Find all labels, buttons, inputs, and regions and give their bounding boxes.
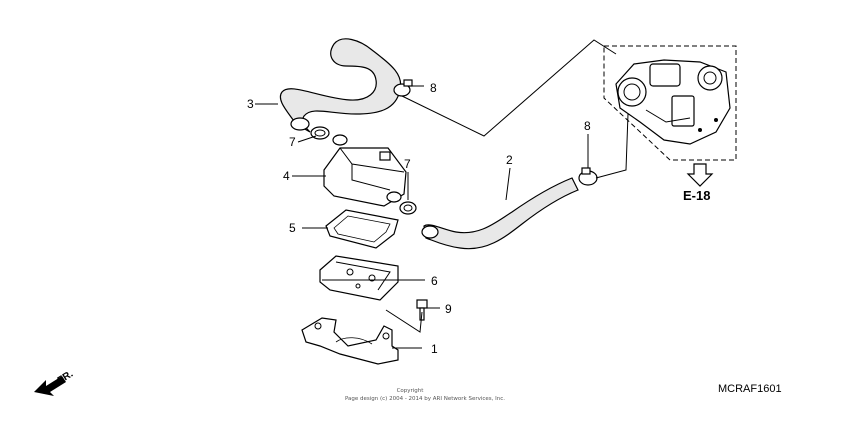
clamp-8-right (578, 167, 598, 186)
callout-7-right: 7 (404, 157, 411, 171)
callout-4: 4 (283, 169, 290, 183)
front-direction-arrow-icon (34, 376, 66, 396)
copyright-line-2: Page design (c) 2004 - 2014 by ARI Netwo… (345, 396, 505, 402)
callout-8-right: 8 (584, 119, 591, 133)
leader-lines (255, 39, 629, 349)
callout-7-left: 7 (289, 135, 296, 149)
callout-9: 9 (445, 302, 452, 316)
lower-case-6 (319, 255, 399, 301)
callout-5: 5 (289, 221, 296, 235)
diagram-code: MCRAF1601 (718, 383, 782, 395)
bracket-1 (301, 317, 399, 365)
reed-valve-4 (323, 134, 407, 207)
callout-2: 2 (506, 153, 513, 167)
clamp-8-upper (393, 79, 413, 97)
copyright-line-1: Copyright (397, 388, 425, 394)
gasket-5 (325, 209, 399, 249)
reference-arrow-icon (686, 163, 714, 187)
callout-6: 6 (431, 274, 438, 288)
clamp-7-right (399, 201, 417, 215)
hose-3 (279, 38, 402, 133)
callout-3: 3 (247, 97, 254, 111)
callout-8-upper: 8 (430, 81, 437, 95)
reference-e18: E-18 (683, 188, 710, 203)
hose-2 (421, 177, 579, 250)
callout-1: 1 (431, 342, 438, 356)
carburetor-assembly (603, 45, 737, 161)
